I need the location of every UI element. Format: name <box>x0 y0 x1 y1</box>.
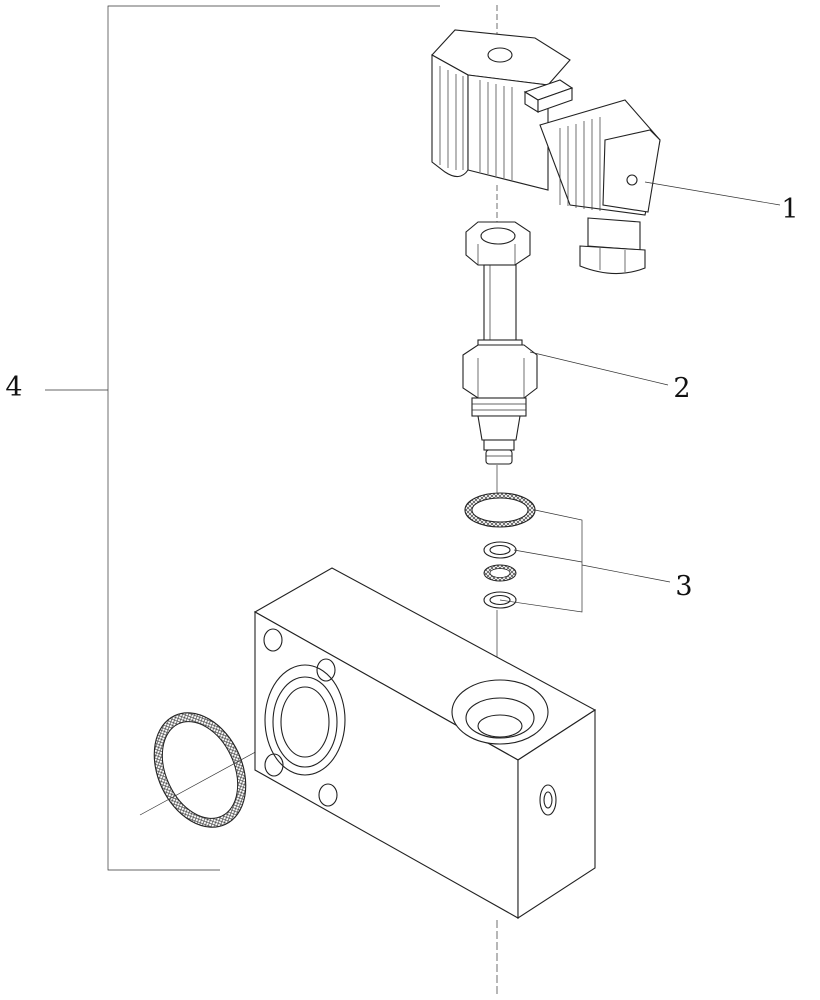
leader-lines <box>499 181 781 613</box>
callout-3: 3 <box>675 571 692 602</box>
callout-4: 4 <box>5 372 22 403</box>
manifold-block <box>253 567 597 920</box>
valve-cartridge <box>462 221 538 465</box>
callout-1: 1 <box>781 194 798 225</box>
solenoid-coil <box>431 29 661 275</box>
callout-2: 2 <box>673 373 690 404</box>
side-gasket <box>139 712 306 828</box>
seal-kit-rings <box>464 492 536 609</box>
assembly-bracket <box>45 5 440 871</box>
